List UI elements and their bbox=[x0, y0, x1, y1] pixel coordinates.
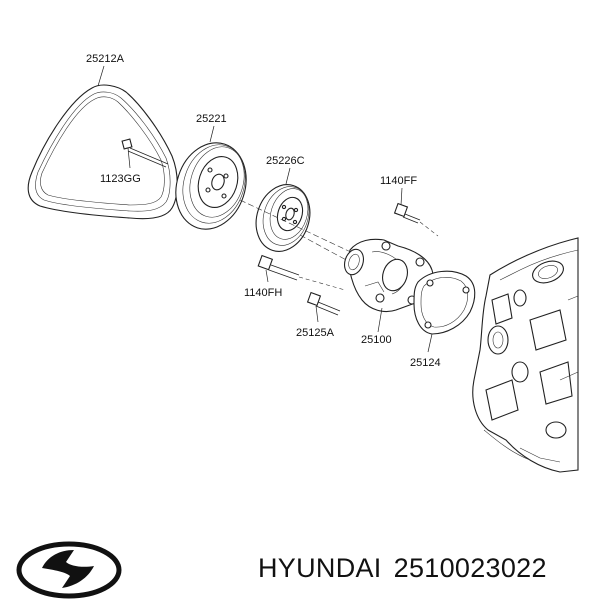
leader-lines bbox=[97, 65, 433, 353]
part-label-crank-bolt: 1123GG bbox=[100, 173, 141, 185]
gasket-drawing bbox=[413, 270, 476, 335]
part-label-bolt-25125a: 25125A bbox=[296, 327, 335, 339]
water-pump-drawing bbox=[343, 238, 434, 313]
part-number: 2510023022 bbox=[393, 553, 547, 583]
brand-name: HYUNDAI bbox=[258, 553, 382, 583]
bolt-ff-drawing bbox=[393, 202, 439, 237]
hyundai-logo bbox=[16, 541, 122, 599]
pump-pulley-drawing bbox=[255, 184, 311, 252]
part-label-crank-pulley: 25221 bbox=[196, 113, 227, 125]
part-label-bolt-ff: 1140FF bbox=[380, 175, 417, 187]
crank-bolt-drawing bbox=[121, 138, 169, 168]
part-label-water-pump: 25100 bbox=[361, 334, 392, 346]
crank-pulley-drawing bbox=[175, 142, 247, 230]
belt-drawing bbox=[27, 84, 178, 220]
part-label-belt: 25212A bbox=[86, 53, 125, 65]
part-label-pump-pulley: 25226C bbox=[266, 155, 305, 167]
part-label-bolt-fh: 1140FH bbox=[244, 287, 282, 299]
brand-caption: HYUNDAI 2510023022 bbox=[258, 553, 559, 584]
engine-block-drawing bbox=[472, 237, 579, 473]
bolt-fh-drawing bbox=[257, 254, 346, 291]
bolt-25125a-drawing bbox=[306, 291, 341, 316]
part-label-gasket: 25124 bbox=[410, 357, 441, 369]
